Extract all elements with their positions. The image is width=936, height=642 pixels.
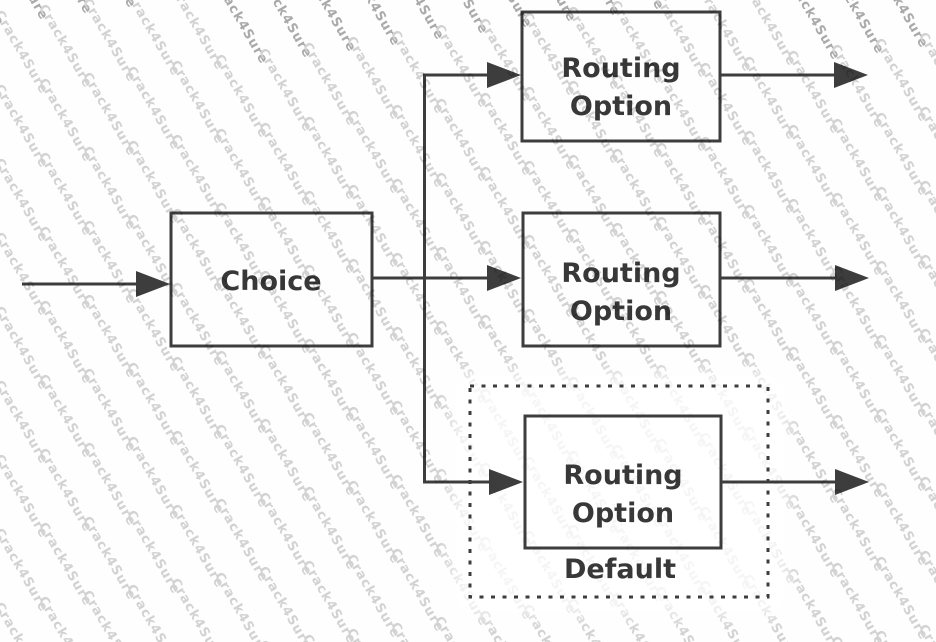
middle-output-arrowhead-icon xyxy=(835,265,869,291)
routing-option-box-top xyxy=(520,10,722,143)
default-group-label: Default xyxy=(564,554,676,585)
bottom-branch-arrowhead-icon xyxy=(489,469,523,495)
routing-option-bottom-label-line2: Option xyxy=(572,498,674,529)
routing-option-top-label-line1: Routing xyxy=(561,53,680,84)
routing-option-bottom-label-line1: Routing xyxy=(563,460,682,491)
routing-option-box-middle xyxy=(521,211,722,348)
top-branch-arrowhead-icon xyxy=(487,62,521,88)
top-output-arrowhead-icon xyxy=(834,62,868,88)
bottom-output-arrowhead-icon xyxy=(835,469,869,495)
middle-branch-arrowhead-icon xyxy=(487,265,521,291)
choice-box xyxy=(169,211,374,348)
routing-option-middle-label-line1: Routing xyxy=(561,258,680,289)
routing-option-middle-label-line2: Option xyxy=(570,296,672,327)
routing-option-top-label-line2: Option xyxy=(570,91,672,122)
choice-box-label: Choice xyxy=(220,266,321,297)
input-arrowhead-icon xyxy=(136,271,170,297)
